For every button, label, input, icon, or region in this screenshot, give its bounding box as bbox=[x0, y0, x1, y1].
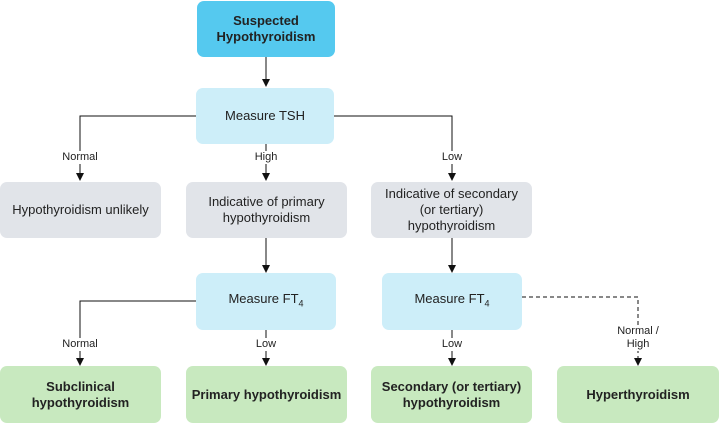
measure-ft4-left-node: Measure FT4 bbox=[196, 273, 336, 330]
edge-tsh-normal bbox=[76, 115, 196, 181]
measure-tsh-node: Measure TSH bbox=[196, 88, 334, 144]
hyperthyroidism-node: Hyperthyroidism bbox=[557, 366, 719, 423]
edge-tsh-low bbox=[334, 115, 456, 181]
indicative-secondary-node: Indicative of secondary(or tertiary)hypo… bbox=[371, 182, 532, 238]
label-tsh-high: High bbox=[253, 151, 279, 164]
label-ft4-right-normal-high: Normal /High bbox=[616, 325, 660, 351]
measure-ft4-right-node: Measure FT4 bbox=[382, 273, 522, 330]
label-tsh-low: Low bbox=[440, 151, 464, 164]
primary-hypothyroidism-node: Primary hypothyroidism bbox=[186, 366, 347, 423]
secondary-hypothyroidism-node: Secondary (or tertiary)hypothyroidism bbox=[371, 366, 532, 423]
hypothyroidism-unlikely-node: Hypothyroidism unlikely bbox=[0, 182, 161, 238]
edge-ft4-left-normal bbox=[76, 300, 196, 366]
label-ft4-left-normal: Normal bbox=[61, 338, 99, 351]
label-tsh-normal: Normal bbox=[61, 151, 99, 164]
label-ft4-left-low: Low bbox=[254, 338, 278, 351]
label-ft4-right-low: Low bbox=[440, 338, 464, 351]
